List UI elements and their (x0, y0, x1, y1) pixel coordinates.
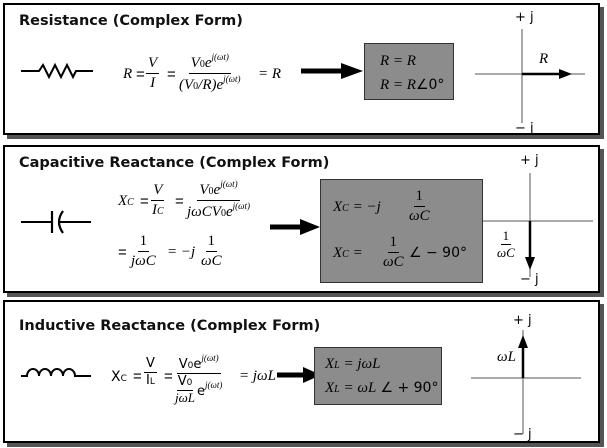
fraction-numerator: 1 (387, 234, 400, 253)
axis-bottom-label: − j (513, 427, 532, 442)
v-over-i-fraction: V I (146, 55, 160, 91)
axis-top-label: + j (513, 313, 532, 328)
one-over-jwc-fraction: 1 jωC (129, 233, 158, 269)
capacitor-icon (21, 210, 91, 234)
fraction-numerator: V (144, 356, 157, 374)
result-line-1: XL = jωL (325, 356, 381, 372)
result-line-2: XL = ωL ∠ + 90° (325, 380, 439, 396)
eq-xc: XC (118, 193, 134, 209)
fraction-numerator: V (146, 55, 160, 74)
result-line-1-fraction: 1 ωC (407, 188, 432, 224)
eq-xc: XC (111, 369, 127, 385)
axis-bottom-label: − j (515, 121, 534, 136)
fraction-denominator: jωC (131, 252, 156, 269)
nested-denominator: jωL (175, 389, 196, 405)
inductor-icon (21, 368, 91, 377)
eq-result: = R (258, 66, 282, 82)
fraction-numerator: V0ej(ωt) (176, 353, 221, 375)
phasor-fraction: V0ej(ωt) (V0/R)ej(ωt) (177, 52, 243, 93)
nested-numerator: V0 (176, 374, 194, 391)
right-arrow-icon (301, 63, 363, 79)
phasor-fraction: V0ej(ωt) V0 jωL ej(ωt) (173, 353, 224, 405)
phasor-fraction: V0ej(ωt) jωCV0ej(ωt) (185, 179, 252, 220)
fraction-denominator: IC (152, 201, 164, 218)
resistance-title: Resistance (Complex Form) (19, 13, 243, 29)
fraction-denominator: (V0/R)ej(ωt) (179, 73, 241, 93)
eq-equals: = (167, 66, 176, 83)
result-line-1-lhs: XC = −j (333, 199, 381, 215)
eq-r: R (123, 66, 133, 82)
axis-top-label: + j (520, 153, 539, 168)
fraction-denominator: IL (146, 373, 155, 389)
eq-equals: = (140, 193, 149, 210)
inductive-result-box: XL = jωL XL = ωL ∠ + 90° (314, 347, 442, 405)
fraction-numerator: 1 (413, 188, 426, 207)
eq-equals: = (164, 368, 173, 385)
fraction-numerator: V0ej(ωt) (188, 52, 231, 74)
right-arrow-icon (277, 367, 321, 383)
fraction-denominator: ωC (383, 253, 404, 270)
fraction-numerator: 1 (205, 233, 218, 252)
eq-equals: = (133, 368, 142, 385)
capacitive-result-box: XC = −j 1 ωC XC = 1 ωC ∠ − 90° (320, 179, 483, 283)
fraction-numerator: 1 (500, 228, 512, 246)
capacitive-title: Capacitive Reactance (Complex Form) (19, 155, 330, 171)
phasor-axes (475, 29, 585, 123)
inductive-panel: Inductive Reactance (Complex Form) XC = … (3, 300, 600, 443)
fraction-numerator: V0ej(ωt) (197, 179, 240, 201)
result-line-2-fraction: 1 ωC (381, 234, 406, 270)
fraction-denominator: ωC (409, 207, 430, 224)
vector-label: 1 ωC (495, 228, 517, 261)
inductive-title: Inductive Reactance (Complex Form) (19, 318, 321, 334)
v-over-il-fraction: V IL (144, 356, 157, 389)
result-line-1: R = R (380, 53, 416, 69)
fraction-denominator: I (150, 74, 156, 91)
result-line-2-angle: ∠ − 90° (409, 245, 467, 261)
eq-equals: = (175, 193, 184, 210)
eq-minus-j: = −j (167, 244, 196, 260)
axis-bottom-label: − j (520, 272, 539, 287)
phasor-axes (471, 330, 581, 434)
one-over-wc-fraction: 1 ωC (199, 233, 224, 269)
result-line-2: R = R∠0° (380, 77, 445, 93)
resistance-panel: Resistance (Complex Form) R = V I = V0ej… (3, 3, 600, 135)
nested-fraction: V0 jωL (175, 375, 195, 405)
eq-equals: = (118, 244, 127, 261)
fraction-denominator: jωCV0ej(ωt) (187, 200, 250, 220)
vector-label: ωL (497, 349, 516, 365)
right-arrow-icon (270, 219, 320, 235)
resistor-icon (21, 62, 93, 80)
eq-equals: = (136, 66, 145, 83)
axis-top-label: + j (515, 10, 534, 25)
resistance-result-box: R = R R = R∠0° (364, 43, 454, 100)
vector-label: R (539, 51, 549, 67)
fraction-denominator: ωC (497, 245, 515, 261)
result-line-2-lhs: XC = (333, 245, 363, 261)
eq-result: = jωL (239, 368, 276, 384)
phasor-axes (483, 173, 593, 277)
capacitive-panel: Capacitive Reactance (Complex Form) XC =… (3, 145, 600, 293)
fraction-denominator: ωC (201, 252, 222, 269)
fraction-numerator: V (151, 182, 165, 201)
fraction-denominator: V0 jωL ej(ωt) (175, 374, 223, 405)
fraction-numerator: 1 (137, 233, 150, 252)
v-over-ic-fraction: V IC (150, 182, 166, 218)
